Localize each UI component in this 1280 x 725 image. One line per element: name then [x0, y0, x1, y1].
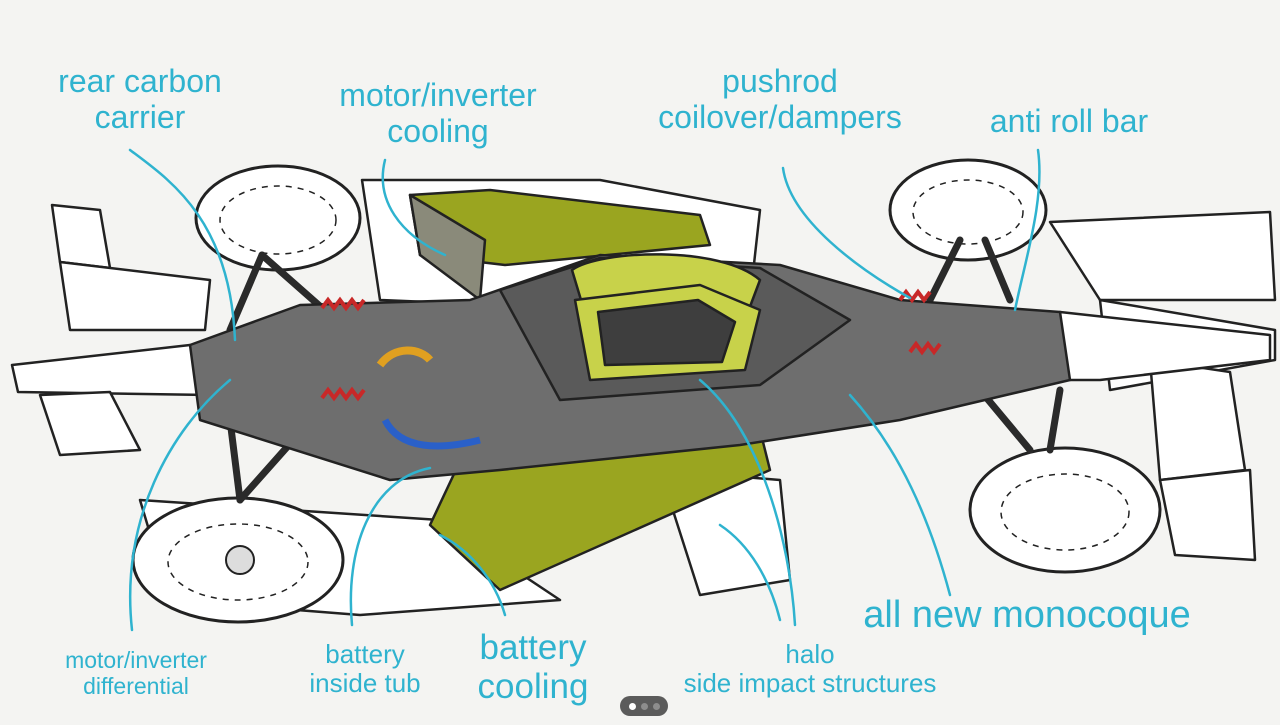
leader-anti-roll-bar — [1013, 148, 1041, 312]
label-rear-carbon-carrier: rear carbon carrier — [58, 63, 222, 135]
label-anti-roll-bar: anti roll bar — [989, 103, 1149, 139]
leader-battery-cooling — [438, 533, 507, 617]
leader-halo — [698, 378, 797, 627]
suspension-arms — [226, 236, 1064, 504]
halo — [570, 253, 762, 382]
leader-side-impact — [718, 523, 782, 622]
wheel-rear-top — [194, 164, 362, 272]
label-motor-inverter-cooling: motor/inverter cooling — [339, 77, 537, 149]
label-battery-cooling: battery cooling — [477, 628, 589, 707]
label-pushrod-coilover-dampers: pushrod coilover/dampers — [658, 63, 902, 135]
label-halo-side-impact: halo side impact structures — [683, 639, 937, 699]
leader-pushrod — [781, 166, 912, 300]
label-battery-inside-tub: battery inside tub — [309, 639, 421, 699]
leader-monocoque — [848, 393, 952, 597]
label-all-new-monocoque: all new monocoque — [863, 594, 1191, 636]
carousel-pagination[interactable] — [620, 696, 668, 716]
label-motor-inverter-differential: motor/inverter differential — [65, 647, 207, 699]
wheel-rear-bottom — [131, 496, 345, 624]
carousel-dot-2[interactable] — [640, 702, 648, 710]
wheel-front-bottom — [968, 446, 1162, 574]
leader-rear-carbon-carrier — [128, 148, 237, 342]
orange-bracket — [376, 346, 434, 368]
leader-lines — [128, 148, 1041, 632]
battery-pipe — [381, 418, 481, 450]
leader-motor-inverter-cooling — [381, 158, 447, 257]
coilover-springs — [320, 288, 942, 402]
leader-battery-tub — [349, 466, 432, 627]
carousel-dot-3[interactable] — [652, 702, 660, 710]
leader-motor-diff — [128, 378, 232, 632]
carousel-dot-1[interactable] — [628, 702, 636, 710]
wheel-front-top — [888, 158, 1048, 262]
